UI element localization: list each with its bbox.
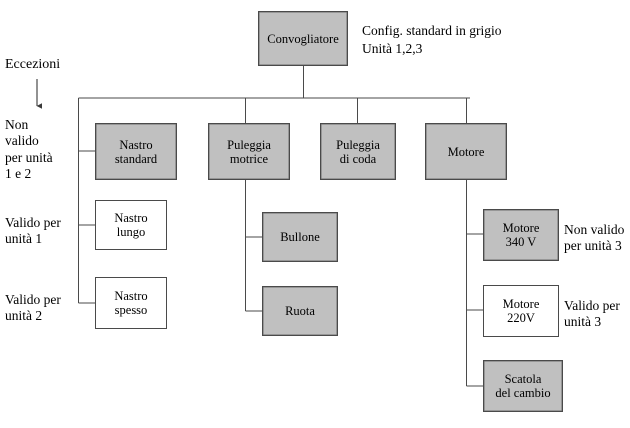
node-label: Ruota	[285, 304, 315, 318]
eccezioni-label: Eccezioni	[5, 57, 61, 72]
node-label: Nastro standard	[114, 137, 158, 166]
node-label: Motore 220V	[502, 297, 540, 325]
node-motore-340v[interactable]: Motore 340 V	[483, 209, 559, 261]
node-label: Nastro spesso	[114, 289, 148, 317]
node-label: Puleggia di coda	[336, 137, 380, 166]
node-label: Bullone	[280, 230, 320, 244]
annotation-non-valido-unita-1-2: Non valido per unità 1 e 2	[5, 117, 53, 182]
node-puleggia-motrice[interactable]: Puleggia motrice	[208, 123, 290, 180]
annotation-valido-unita-3: Valido per unità 3	[564, 298, 620, 330]
node-label: Convogliatore	[267, 31, 339, 46]
node-bullone[interactable]: Bullone	[262, 212, 338, 262]
node-label: Motore 340 V	[502, 221, 540, 249]
node-label: Scatola del cambio	[495, 372, 551, 400]
node-puleggia-di-coda[interactable]: Puleggia di coda	[320, 123, 396, 180]
node-nastro-lungo[interactable]: Nastro lungo	[95, 200, 167, 250]
annotation-valido-unita-1: Valido per unità 1	[5, 215, 61, 247]
node-nastro-standard[interactable]: Nastro standard	[95, 123, 177, 180]
node-ruota[interactable]: Ruota	[262, 286, 338, 336]
node-scatola-del-cambio[interactable]: Scatola del cambio	[483, 360, 563, 412]
node-label: Puleggia motrice	[227, 137, 271, 166]
node-label: Nastro lungo	[114, 211, 148, 239]
standard-config-caption: Config. standard in grigio Unità 1,2,3	[362, 23, 502, 56]
node-convogliatore[interactable]: Convogliatore	[258, 11, 348, 66]
node-motore-220v[interactable]: Motore 220V	[483, 285, 559, 337]
node-label: Motore	[447, 144, 485, 159]
annotation-valido-unita-2: Valido per unità 2	[5, 292, 61, 324]
node-nastro-spesso[interactable]: Nastro spesso	[95, 277, 167, 329]
node-motore[interactable]: Motore	[425, 123, 507, 180]
annotation-non-valido-unita-3: Non valido per unità 3	[564, 222, 625, 254]
